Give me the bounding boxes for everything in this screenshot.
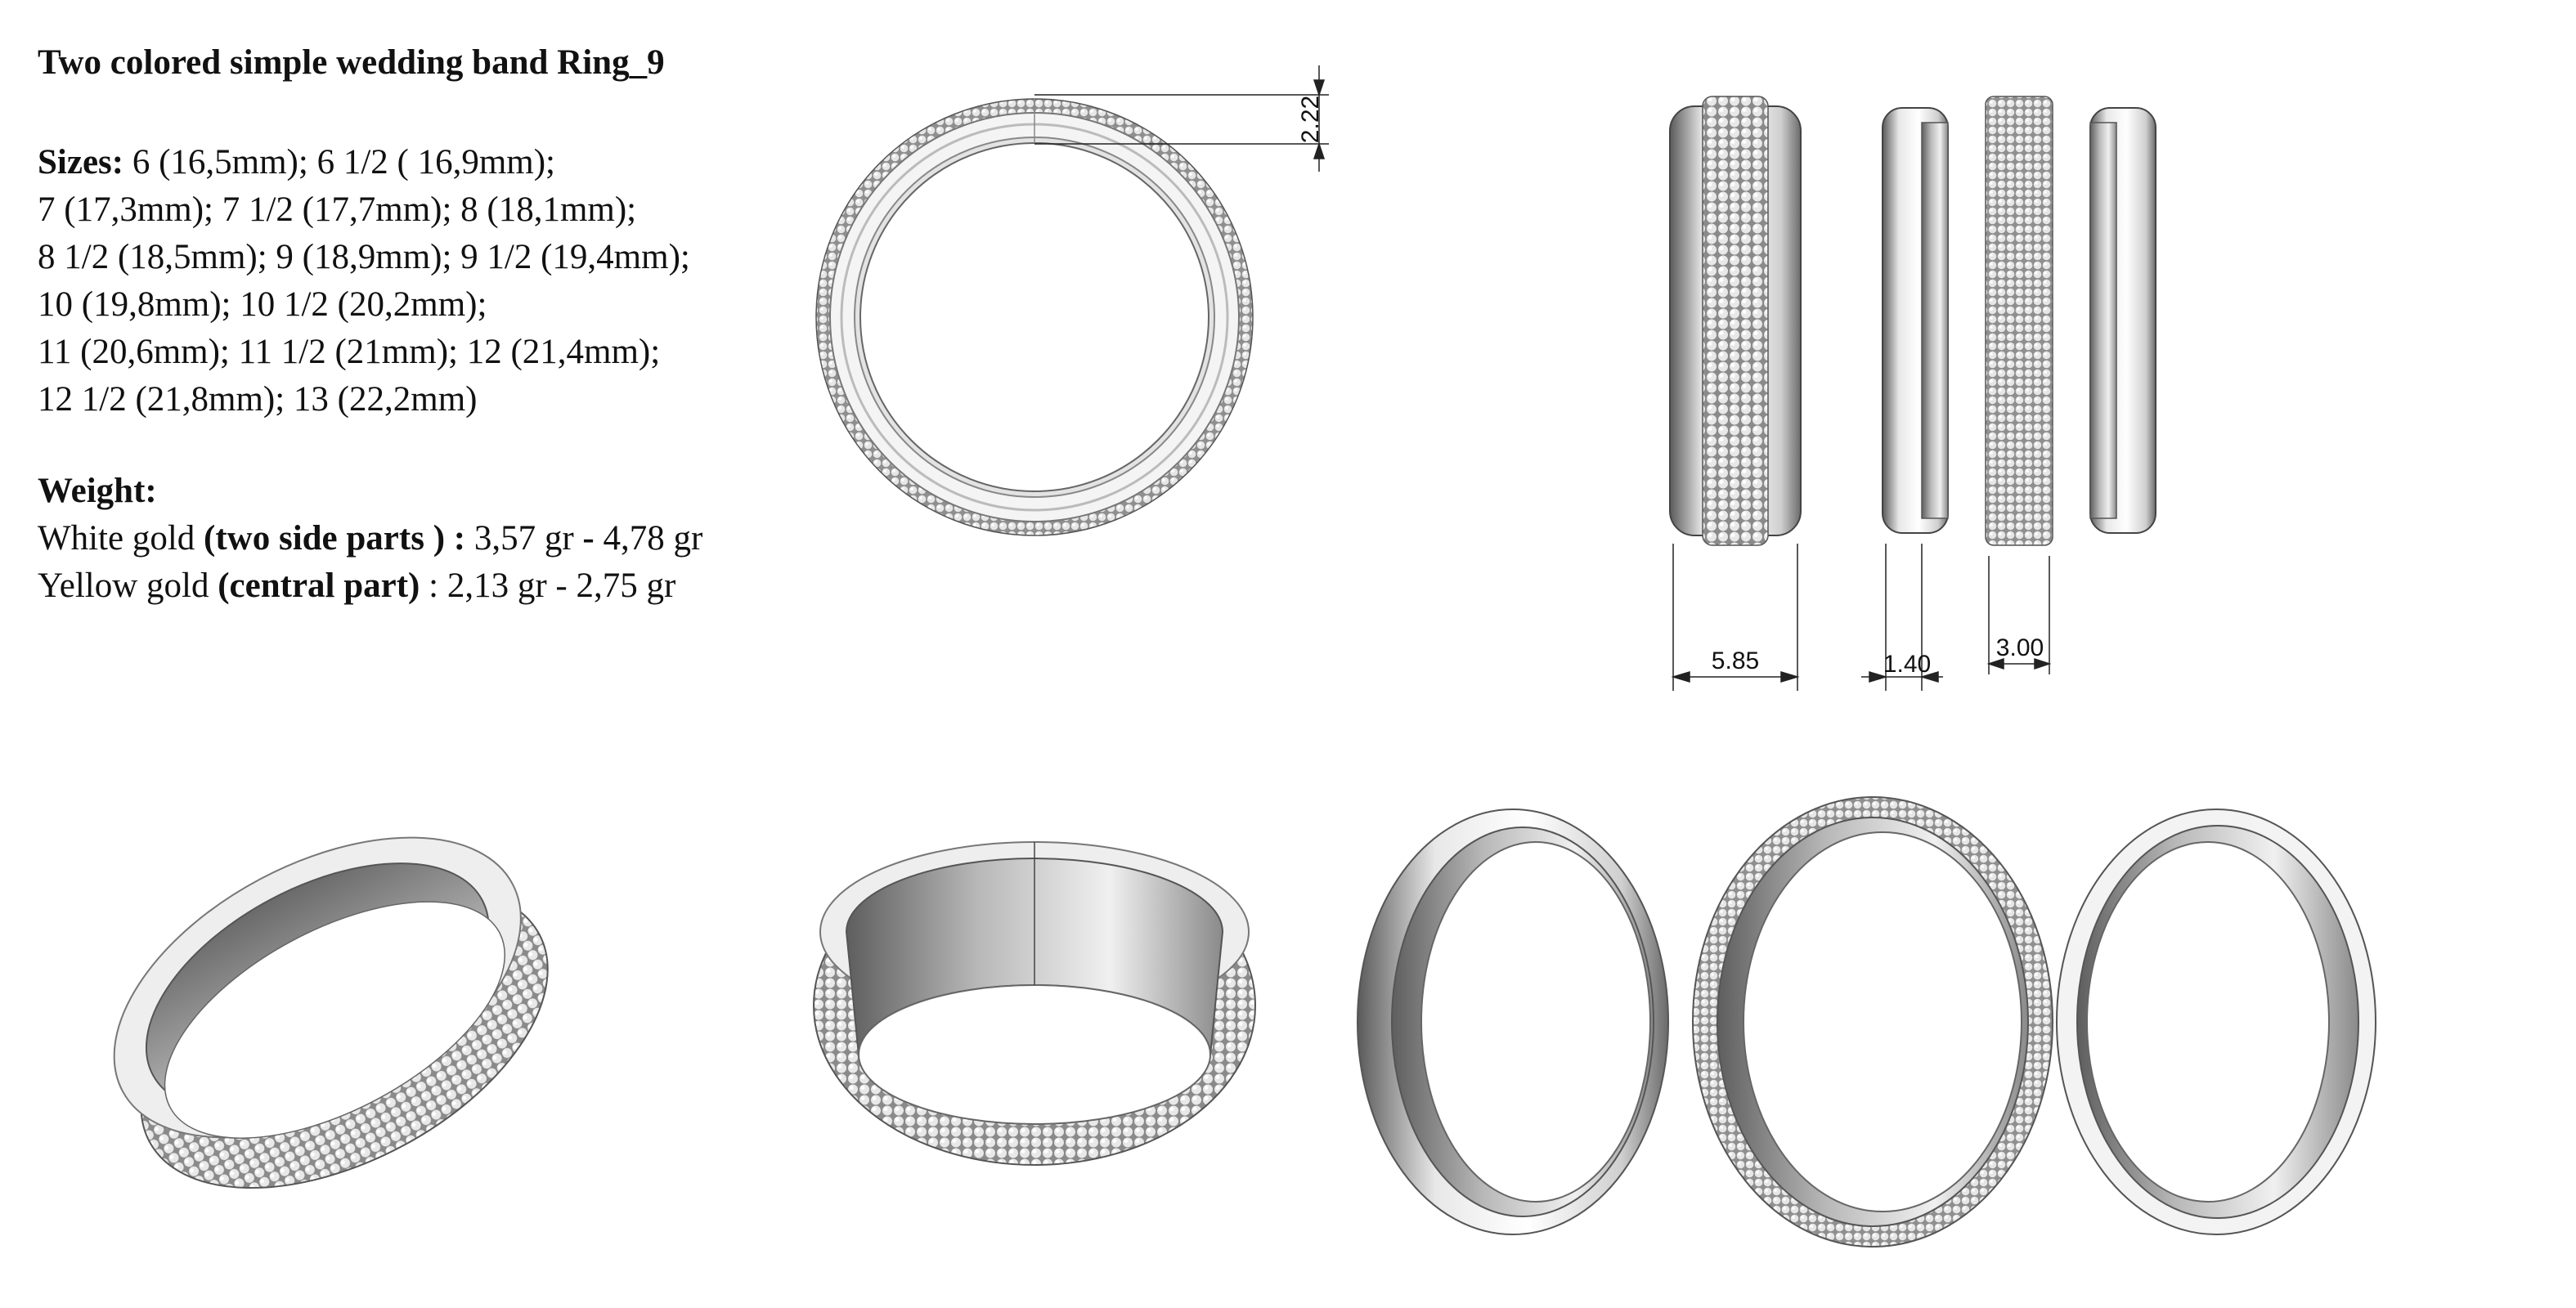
yellow-gold-part: (central part) <box>218 567 420 605</box>
ring-front-view: 2.22 <box>815 65 1329 536</box>
sizes-line-2: 7 (17,3mm); 7 1/2 (17,7mm); 8 (18,1mm); <box>38 190 637 229</box>
ring-exploded-center-part <box>1692 796 2053 1248</box>
ring-side-profile-full <box>1669 96 1802 546</box>
dimension-thickness <box>1034 65 1329 172</box>
weight-block: Weight: White gold (two side parts ) : 3… <box>38 468 702 610</box>
ring-side-profile-center-part <box>1985 96 2053 546</box>
sizes-line-5: 11 (20,6mm); 11 1/2 (21mm); 12 (21,4mm); <box>38 333 661 371</box>
dimension-side-width-label: 1.40 <box>1883 651 1931 678</box>
ring-side-profile-side-part-mirror <box>2089 107 2156 534</box>
profile-dimension-lines <box>1671 544 2052 691</box>
sizes-text-1: 6 (16,5mm); 6 1/2 ( 16,9mm); <box>132 143 555 181</box>
sizes-block: Sizes: 6 (16,5mm); 6 1/2 ( 16,9mm); 7 (1… <box>38 139 690 423</box>
weight-yellow-line: Yellow gold (central part) : 2,13 gr - 2… <box>38 562 702 610</box>
sizes-line-6: 12 1/2 (21,8mm); 13 (22,2mm) <box>38 380 478 419</box>
sizes-label: Sizes: <box>38 143 124 181</box>
white-gold-value: 3,57 gr <box>465 519 583 558</box>
white-gold-dash: - <box>582 519 595 558</box>
page-title: Two colored simple wedding band Ring_9 <box>38 43 665 82</box>
yellow-gold-label: Yellow gold <box>38 567 218 605</box>
weight-white-line: White gold (two side parts ) : 3,57 gr -… <box>38 515 702 562</box>
ring-perspective-tilted <box>113 836 549 1189</box>
dimension-center-width-label: 3.00 <box>1996 634 2044 661</box>
sizes-line-1: Sizes: 6 (16,5mm); 6 1/2 ( 16,9mm); <box>38 139 690 186</box>
dimension-width-label: 5.85 <box>1712 647 1759 674</box>
yellow-gold-value: : 2,13 gr - 2,75 gr <box>420 567 676 605</box>
front-view-inner-hole <box>859 142 1209 492</box>
sizes-line-4: 10 (19,8mm); 10 1/2 (20,2mm); <box>38 285 487 324</box>
white-gold-value-2: 4,78 gr <box>594 519 703 558</box>
weight-label: Weight: <box>38 472 157 510</box>
white-gold-label: White gold <box>38 519 204 558</box>
sizes-line-3: 8 1/2 (18,5mm); 9 (18,9mm); 9 1/2 (19,4m… <box>38 238 690 276</box>
ring-side-profile-side-part <box>1882 107 1949 534</box>
ring-exploded-side-part-right <box>2056 809 2376 1235</box>
ring-exploded-side-part-left <box>1357 809 1669 1235</box>
white-gold-part: (two side parts ) : <box>204 519 466 558</box>
ring-perspective-front <box>813 841 1256 1166</box>
dimension-thickness-label: 2.22 <box>1297 96 1324 143</box>
